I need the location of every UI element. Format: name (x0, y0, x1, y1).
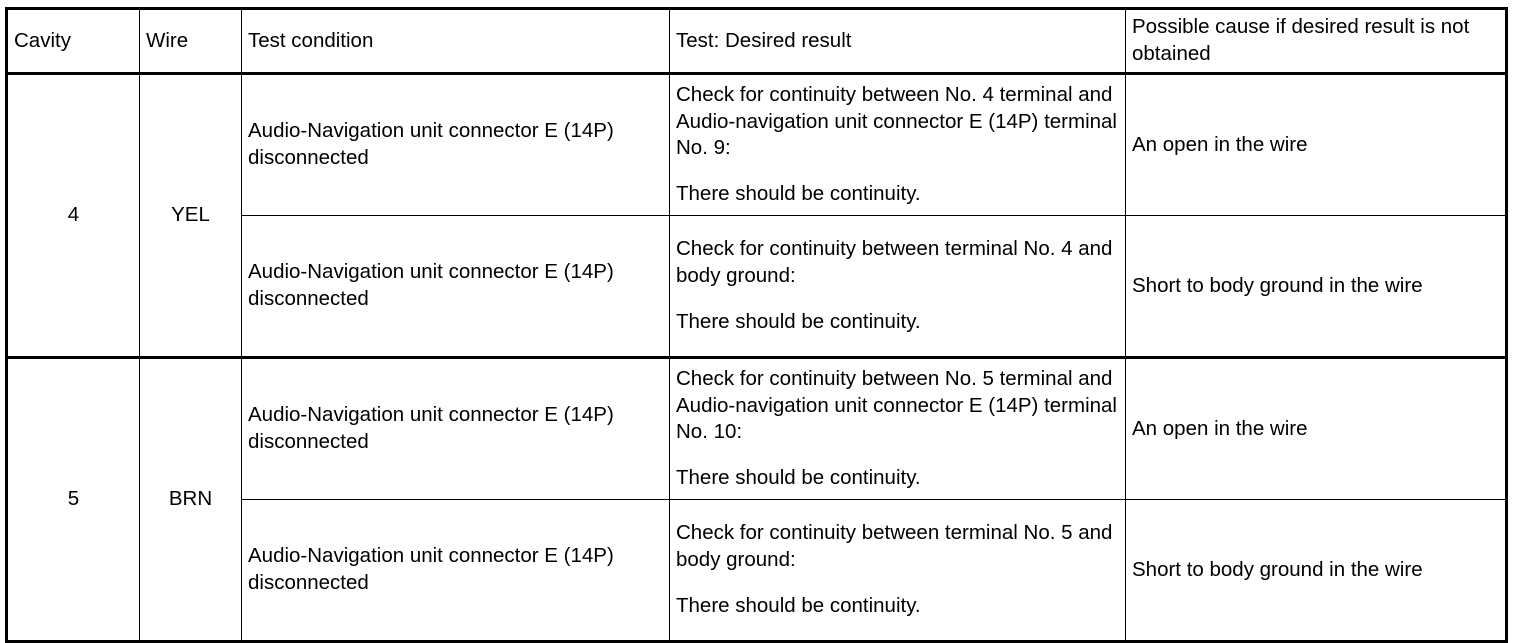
cavity-value: 4 (6, 72, 140, 358)
column-header-test-condition: Test condition (241, 8, 670, 75)
column-header-possible-cause-label: Possible cause if desired result is not … (1132, 15, 1470, 65)
column-header-desired-result-label: Test: Desired result (676, 28, 852, 52)
desired-result-expect: There should be continuity. (676, 594, 921, 618)
document-page: Cavity Wire Test condition Test: Desired… (5, 7, 1508, 643)
desired-result-check: Check for continuity between No. 4 termi… (676, 82, 1117, 160)
test-condition-cell: Audio-Navigation unit connector E (14P) … (241, 499, 670, 643)
possible-cause-cell: An open in the wire (1125, 356, 1507, 500)
desired-result-cell: Check for continuity between No. 5 termi… (669, 356, 1126, 500)
column-header-test-condition-label: Test condition (248, 28, 374, 52)
test-condition-cell: Audio-Navigation unit connector E (14P) … (241, 72, 670, 216)
desired-result-expect: There should be continuity. (676, 182, 921, 206)
column-header-wire: Wire (139, 8, 242, 75)
possible-cause-cell: An open in the wire (1125, 72, 1507, 216)
result-spacer (676, 290, 1119, 309)
desired-result-check: Check for continuity between terminal No… (676, 521, 1113, 571)
column-header-possible-cause: Possible cause if desired result is not … (1125, 8, 1507, 75)
wire-value: BRN (139, 356, 242, 642)
table-row: 4 YEL Audio-Navigation unit connector E … (6, 72, 1507, 358)
column-header-desired-result: Test: Desired result (669, 8, 1126, 75)
desired-result-cell: Check for continuity between No. 4 termi… (669, 72, 1126, 216)
table-row: Audio-Navigation unit connector E (14P) … (7, 499, 1507, 643)
desired-result-check: Check for continuity between terminal No… (676, 237, 1113, 287)
table-row: Audio-Navigation unit connector E (14P) … (7, 215, 1507, 358)
result-spacer (676, 574, 1119, 593)
result-spacer (676, 162, 1119, 181)
troubleshooting-table: Cavity Wire Test condition Test: Desired… (5, 7, 1508, 643)
desired-result-cell: Check for continuity between terminal No… (669, 215, 1126, 358)
desired-result-check: Check for continuity between No. 5 termi… (676, 366, 1117, 444)
possible-cause-cell: Short to body ground in the wire (1125, 215, 1507, 358)
table-header-row: Cavity Wire Test condition Test: Desired… (6, 8, 1507, 75)
possible-cause-cell: Short to body ground in the wire (1125, 499, 1507, 643)
test-condition-cell: Audio-Navigation unit connector E (14P) … (241, 356, 670, 500)
column-header-wire-label: Wire (146, 28, 189, 52)
cavity-value: 5 (6, 356, 140, 642)
desired-result-expect: There should be continuity. (676, 466, 921, 490)
desired-result-cell: Check for continuity between terminal No… (669, 499, 1126, 643)
result-spacer (676, 446, 1119, 465)
test-condition-cell: Audio-Navigation unit connector E (14P) … (241, 215, 670, 358)
column-header-cavity-label: Cavity (14, 28, 71, 52)
desired-result-expect: There should be continuity. (676, 310, 921, 334)
wire-value: YEL (139, 72, 242, 358)
table-row: 5 BRN Audio-Navigation unit connector E … (6, 356, 1507, 642)
column-header-cavity: Cavity (6, 8, 140, 75)
